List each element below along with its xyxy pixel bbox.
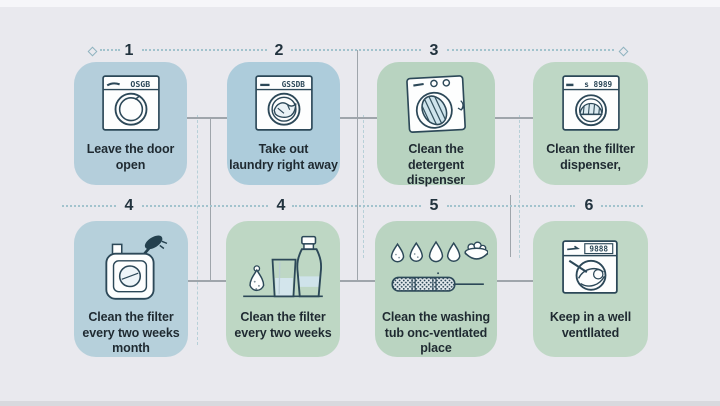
solid-connector-horizontal xyxy=(340,280,375,282)
timeline-dotted-line xyxy=(142,205,268,207)
card-clean-washing-tub: Clean the washing tub onc-ventlated plac… xyxy=(375,221,497,357)
timeline-dotted-line xyxy=(601,205,643,207)
card-title: Clean the detergent dispenser xyxy=(406,142,466,187)
step-number: 1 xyxy=(124,42,134,59)
card-title: Clean the fillter dispenser, xyxy=(546,142,635,172)
timeline-dotted-line xyxy=(447,205,575,207)
timeline-dotted-line xyxy=(447,49,614,51)
step-number: 4 xyxy=(124,197,134,214)
card-take-out-laundry: GSSDB Take out laundry right away xyxy=(227,62,340,185)
step-number: 4 xyxy=(276,197,286,214)
step-number: 2 xyxy=(274,42,284,59)
card-title: Keep in a well ventllated xyxy=(549,310,632,340)
washing-machine-filter-icon: s 8989 xyxy=(556,71,626,135)
card-title: Take out laundry right away xyxy=(229,142,338,172)
panel-text: GSSDB xyxy=(281,80,305,89)
card-clean-filter-month: Clean the filter every two weeks month xyxy=(74,221,188,357)
water-drops-filter-cartridge-icon xyxy=(384,231,488,303)
solid-connector-vertical xyxy=(357,50,358,281)
step-number: 5 xyxy=(429,197,439,214)
detergent-bottle-cup-icon xyxy=(239,231,327,303)
timeline-diamond-marker xyxy=(87,46,98,57)
filter-box-brush-icon xyxy=(94,231,168,303)
solid-connector-horizontal xyxy=(340,117,377,119)
timeline-dotted-line xyxy=(62,205,116,207)
step-number: 3 xyxy=(429,42,439,59)
panel-text: s 8989 xyxy=(584,80,612,89)
card-leave-door-open: OSGB Leave the door open xyxy=(74,62,187,185)
step-number: 6 xyxy=(584,197,594,214)
card-title: Clean the washing tub onc-ventlated plac… xyxy=(381,310,491,355)
dashed-connector-vertical xyxy=(197,115,198,345)
dashed-connector-vertical xyxy=(519,115,520,258)
top-edge-strip xyxy=(0,0,720,7)
timeline-dotted-line xyxy=(100,49,120,51)
solid-connector-horizontal xyxy=(187,117,227,119)
washing-machine-hose-icon: 9888 xyxy=(558,231,624,303)
solid-connector-horizontal xyxy=(497,280,533,282)
solid-connector-horizontal xyxy=(495,117,533,119)
solid-connector-vertical xyxy=(510,195,511,257)
timeline-dotted-line xyxy=(291,49,421,51)
card-clean-detergent-dispenser: Clean the detergent dispenser xyxy=(377,62,495,187)
dashed-connector-vertical xyxy=(363,115,364,258)
timeline-dotted-line xyxy=(142,49,267,51)
panel-text: 9888 xyxy=(589,244,608,253)
card-clean-fillter-dispenser: s 8989 Clean the fillter dispenser, xyxy=(533,62,648,185)
solid-connector-vertical xyxy=(210,118,211,281)
panel-text: OSGB xyxy=(130,79,150,89)
card-title: Clean the filter every two weeks xyxy=(234,310,332,340)
solid-connector-horizontal xyxy=(188,280,226,282)
timeline-diamond-marker xyxy=(618,46,629,57)
card-title: Leave the door open xyxy=(86,142,175,172)
card-clean-filter-weeks: Clean the filter every two weeks xyxy=(226,221,340,357)
washing-machine-open-drum-icon xyxy=(398,71,474,135)
timeline-dotted-line xyxy=(292,205,421,207)
washing-machine-closed-door-icon: OSGB xyxy=(96,71,166,135)
card-title: Clean the filter every two weeks month xyxy=(82,310,180,355)
bottom-edge-strip xyxy=(0,401,720,406)
washing-machine-laundry-icon: GSSDB xyxy=(249,71,319,135)
card-keep-well-ventilated: 9888 Keep in a well ventllated xyxy=(533,221,648,357)
